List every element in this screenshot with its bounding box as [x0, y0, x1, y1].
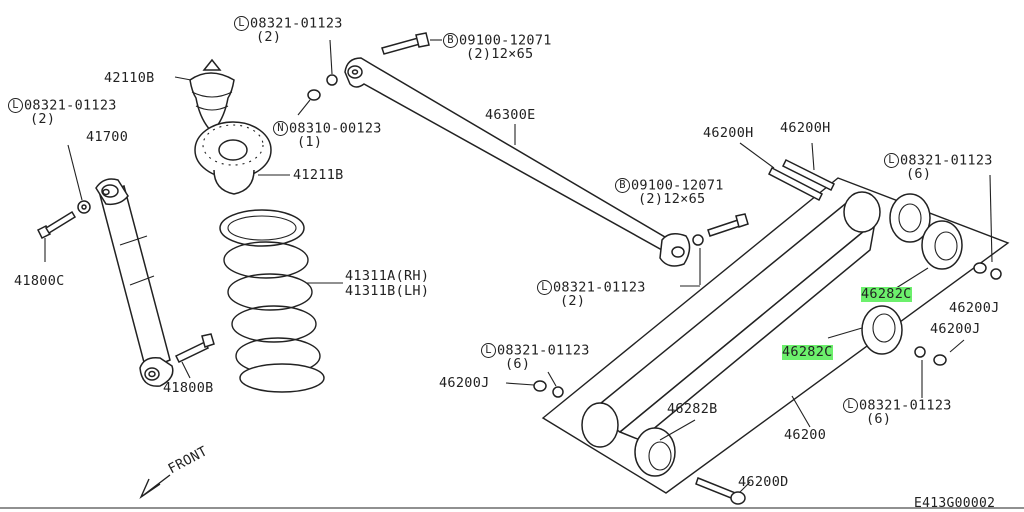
bushing-46282c-a — [889, 193, 963, 270]
label-46200d: 46200D — [738, 474, 789, 490]
nut-icon — [933, 354, 947, 366]
label-46200j-c: 46200J — [439, 375, 490, 391]
bushing-46282b — [634, 427, 676, 477]
label-46282c-b: 46282C — [782, 344, 833, 360]
front-arrow-icon — [139, 474, 171, 499]
coil-spring-41311 — [219, 209, 343, 393]
label-41211b: 41211B — [293, 167, 344, 183]
label-41800b: 41800B — [163, 380, 214, 396]
label-b-09100-top-qty: (2)12×65 — [466, 46, 534, 62]
bushing-46282c-b — [861, 305, 903, 355]
label-l-08321-bottom-qty: (6) — [866, 411, 892, 427]
label-n-08310-qty: (1) — [297, 134, 323, 150]
label-42110b: 42110B — [104, 70, 155, 86]
nut-icon — [307, 89, 321, 101]
label-46200j-a: 46200J — [949, 300, 1000, 316]
label-l-08321-right-qty: (6) — [906, 166, 932, 182]
label-41311: 41311A(RH) 41311B(LH) — [345, 268, 430, 299]
lateral-rod-46300e — [344, 57, 691, 267]
washer-icon — [914, 346, 926, 358]
label-b-09100-mid-qty: (2)12×65 — [638, 191, 706, 207]
washer-icon — [326, 74, 338, 86]
label-46200: 46200 — [784, 427, 827, 443]
spring-seat-41211b — [194, 121, 290, 195]
label-46200h-a: 46200H — [703, 125, 754, 141]
label-l-08321-left-qty: (2) — [30, 111, 56, 127]
nut-icon — [533, 380, 547, 392]
label-46300e: 46300E — [485, 107, 536, 123]
label-41700: 41700 — [86, 129, 129, 145]
bump-stop-42110b — [174, 58, 235, 134]
label-l-08321-center-qty: (6) — [505, 356, 531, 372]
label-41800c: 41800C — [14, 273, 65, 289]
control-arm-46200 — [541, 177, 1010, 494]
shock-absorber-41700 — [95, 178, 174, 387]
washer-icon — [692, 234, 704, 246]
label-46282b: 46282B — [667, 401, 718, 417]
bolt-top — [381, 32, 442, 55]
nut-icon — [973, 262, 987, 274]
washer-icon — [552, 386, 564, 398]
bolt-41800b — [174, 333, 215, 379]
bolt-46200h — [739, 142, 836, 202]
label-46200h-b: 46200H — [780, 120, 831, 136]
washer-icon — [990, 268, 1002, 280]
bolt-46200d — [695, 477, 746, 505]
label-46282c-a: 46282C — [861, 286, 912, 302]
label-l-08321-top-qty: (2) — [256, 29, 282, 45]
diagram-id: E413G00002 — [914, 496, 996, 511]
label-l-08321-mid-qty: (2) — [560, 293, 586, 309]
bolt-41800c — [36, 210, 77, 262]
label-46200j-b: 46200J — [930, 321, 981, 337]
bolt-mid — [707, 213, 749, 237]
